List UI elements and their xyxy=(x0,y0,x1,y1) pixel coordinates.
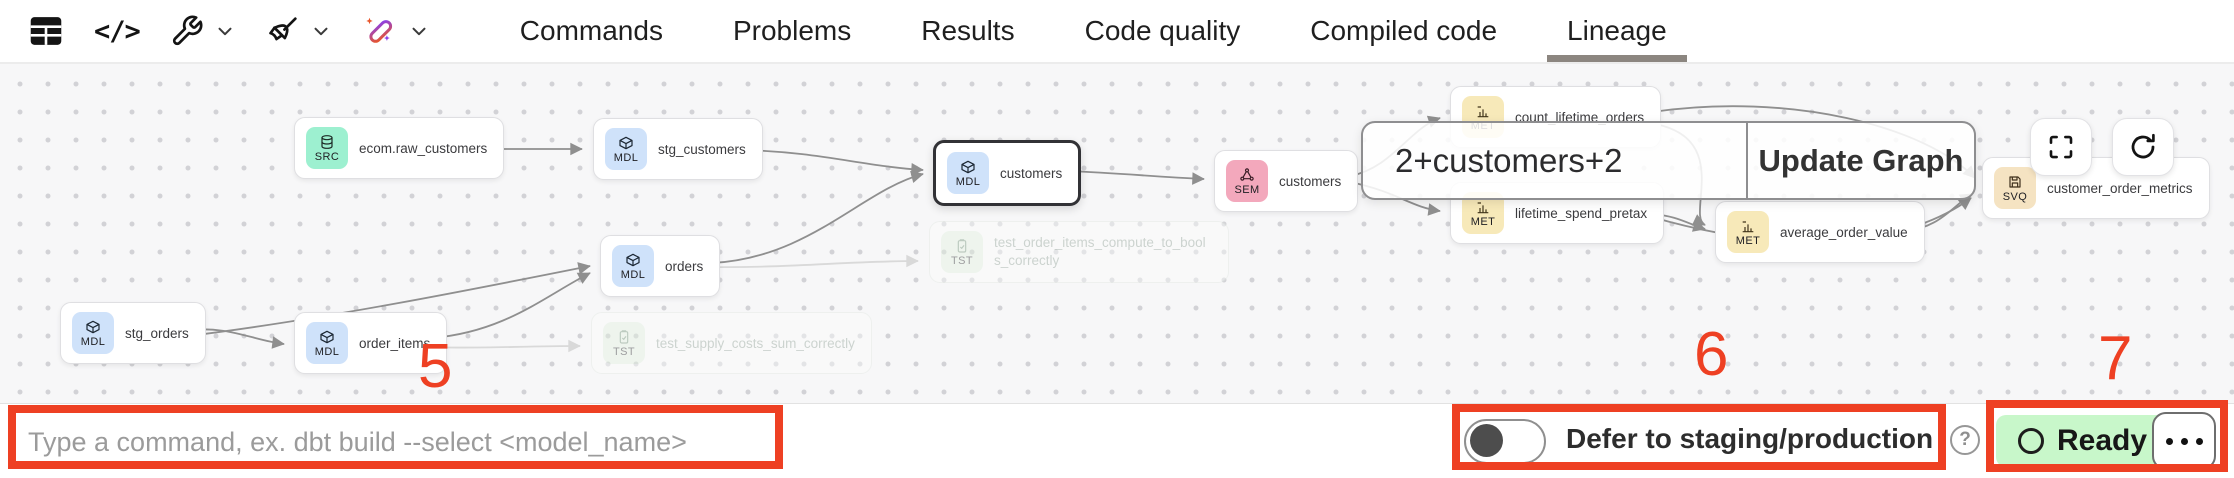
node-test-order-items-compute[interactable]: TST test_order_items_compute_to_bools_co… xyxy=(929,221,1229,283)
bar-chart-icon xyxy=(1477,105,1489,117)
refresh-button[interactable] xyxy=(2112,118,2174,176)
table-icon xyxy=(30,17,62,45)
chevron-down-icon xyxy=(218,27,232,36)
floppy-disk-icon xyxy=(2009,175,2021,188)
cube-icon xyxy=(626,253,640,266)
node-customers-semantic[interactable]: SEM customers xyxy=(1214,150,1359,212)
ai-assist-button[interactable] xyxy=(362,13,430,49)
node-stg-customers[interactable]: MDL stg_customers xyxy=(593,118,763,180)
node-order-items[interactable]: MDL order_items xyxy=(294,312,448,374)
code-icon: </> xyxy=(94,15,141,47)
magic-wand-icon xyxy=(366,17,392,43)
panel-tabs: Commands Problems Results Code quality C… xyxy=(516,0,1687,62)
update-graph-button[interactable]: Update Graph xyxy=(1748,123,1974,198)
lineage-selector-input[interactable]: 2+customers+2 xyxy=(1363,123,1748,198)
command-bar: Defer to staging/production ? Ready xyxy=(0,403,2234,478)
node-average-order-value[interactable]: MET average_order_value xyxy=(1715,201,1925,263)
model-badge: MDL xyxy=(306,322,348,364)
tab-commands[interactable]: Commands xyxy=(519,15,663,46)
database-icon xyxy=(321,134,333,149)
annotation-number-6: 6 xyxy=(1694,320,1729,389)
refresh-icon xyxy=(2131,133,2155,159)
cube-icon xyxy=(320,330,334,343)
node-customers-model[interactable]: MDL customers xyxy=(933,140,1082,206)
defer-toggle[interactable] xyxy=(1464,419,1546,464)
network-icon xyxy=(1240,167,1254,181)
annotation-number-5: 5 xyxy=(418,332,453,401)
saved-query-badge: SVQ xyxy=(1994,167,2036,209)
code-view-button[interactable]: </> xyxy=(94,15,141,47)
clipboard-check-icon xyxy=(619,329,629,344)
node-customer-order-metrics[interactable]: SVQ customer_order_metrics xyxy=(1982,157,2210,219)
node-orders[interactable]: MDL orders xyxy=(600,235,721,297)
model-badge: MDL xyxy=(947,152,989,194)
broom-icon xyxy=(268,17,297,41)
tab-compiled-code[interactable]: Compiled code xyxy=(1310,15,1498,46)
tab-problems[interactable]: Problems xyxy=(732,15,852,46)
test-badge: TST xyxy=(603,322,645,364)
lineage-canvas[interactable]: SRC ecom.raw_customers MDL stg_customers… xyxy=(0,64,2234,403)
status-label: Ready xyxy=(2057,424,2148,457)
tab-results[interactable]: Results xyxy=(921,15,1015,46)
metric-badge: MET xyxy=(1727,211,1769,253)
toolbar-icon-group: </> xyxy=(0,13,430,49)
annotation-number-7: 7 xyxy=(2098,324,2133,393)
status-circle-icon xyxy=(2018,428,2044,454)
tab-code-quality[interactable]: Code quality xyxy=(1084,15,1241,46)
panel-toolbar: </> xyxy=(0,0,2234,64)
node-ecom-raw-customers[interactable]: SRC ecom.raw_customers xyxy=(294,117,505,179)
fullscreen-icon xyxy=(2049,135,2073,159)
command-input[interactable] xyxy=(26,413,760,471)
node-stg-orders[interactable]: MDL stg_orders xyxy=(60,302,206,364)
bar-chart-icon xyxy=(1477,201,1489,213)
status-ready-button[interactable]: Ready xyxy=(1996,415,2170,467)
source-badge: SRC xyxy=(306,127,348,169)
help-icon[interactable]: ? xyxy=(1950,425,1980,455)
bar-chart-icon xyxy=(1742,220,1754,232)
semantic-model-badge: SEM xyxy=(1226,160,1268,202)
model-badge: MDL xyxy=(72,312,114,354)
model-badge: MDL xyxy=(612,245,654,287)
test-badge: TST xyxy=(941,231,983,273)
overflow-menu-button[interactable] xyxy=(2152,412,2216,470)
chevron-down-icon xyxy=(412,27,426,36)
tab-lineage[interactable]: Lineage xyxy=(1547,0,1687,62)
node-test-supply-costs[interactable]: TST test_supply_costs_sum_correctly xyxy=(591,312,872,374)
fullscreen-button[interactable] xyxy=(2030,118,2092,176)
ellipsis-icon xyxy=(2165,437,2173,445)
defer-toggle-label: Defer to staging/production xyxy=(1566,423,1934,454)
build-tools-button[interactable] xyxy=(170,14,236,48)
clipboard-check-icon xyxy=(957,238,967,253)
preview-table-button[interactable] xyxy=(28,15,64,47)
model-badge: MDL xyxy=(605,128,647,170)
toggle-knob xyxy=(1470,424,1503,457)
cube-icon xyxy=(619,136,633,149)
lineage-selector-overlay: 2+customers+2 Update Graph xyxy=(1361,121,1976,200)
format-clean-button[interactable] xyxy=(266,14,332,48)
cube-icon xyxy=(86,320,100,333)
cube-icon xyxy=(961,160,975,173)
wrench-icon xyxy=(172,15,203,46)
chevron-down-icon xyxy=(314,27,328,36)
